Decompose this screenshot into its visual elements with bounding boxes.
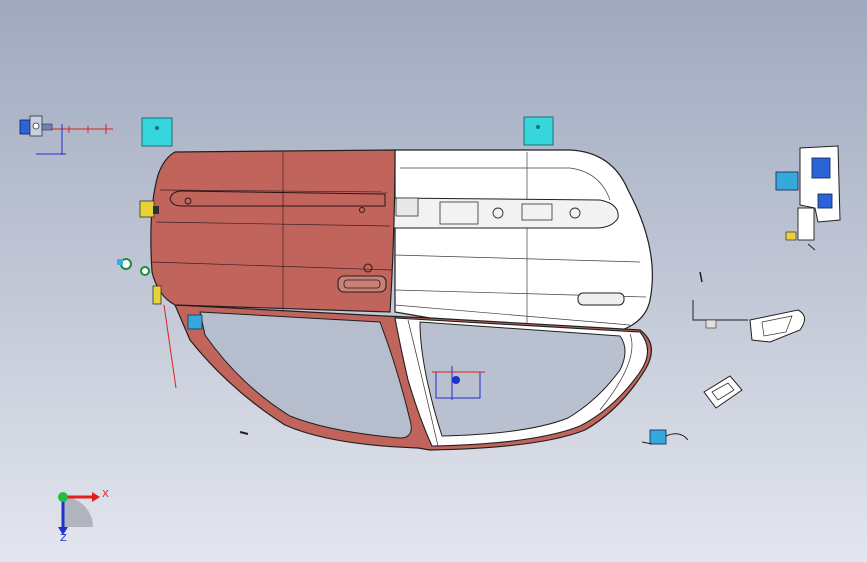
window-sketch[interactable] — [432, 366, 485, 400]
z-axis-label: Z — [60, 533, 67, 544]
door-inner-panel[interactable] — [391, 149, 653, 334]
door-outer-panel[interactable] — [150, 149, 396, 313]
hinge-plate-right[interactable] — [523, 116, 554, 146]
window-frame[interactable] — [174, 304, 652, 451]
inner-door-handle[interactable] — [577, 292, 625, 306]
coordinate-triad: X Z — [58, 489, 109, 544]
y-axis-dot — [58, 492, 68, 502]
hinge-plate-left[interactable] — [141, 117, 173, 147]
green-fastener-b[interactable] — [140, 266, 150, 276]
triad-shading — [63, 497, 93, 527]
bracket-rod-part[interactable] — [692, 271, 748, 329]
hinge-axis-line — [163, 304, 177, 389]
hinge-clip-upper[interactable] — [139, 200, 159, 218]
latch-mechanism-part[interactable] — [775, 145, 841, 251]
blue-clip[interactable] — [187, 314, 203, 330]
hinge-clip-lower[interactable] — [152, 285, 162, 305]
small-screw[interactable] — [239, 431, 249, 435]
outer-door-handle[interactable] — [337, 275, 387, 293]
blue-bracket-part[interactable] — [19, 119, 32, 135]
lock-cylinder[interactable] — [363, 263, 373, 273]
hinge-sketch-group[interactable] — [19, 115, 113, 155]
switch-bezel-part[interactable] — [703, 375, 743, 409]
x-axis-label: X — [102, 489, 109, 500]
speaker-housing-part[interactable] — [749, 309, 805, 343]
wire-connector-part[interactable] — [641, 429, 689, 445]
